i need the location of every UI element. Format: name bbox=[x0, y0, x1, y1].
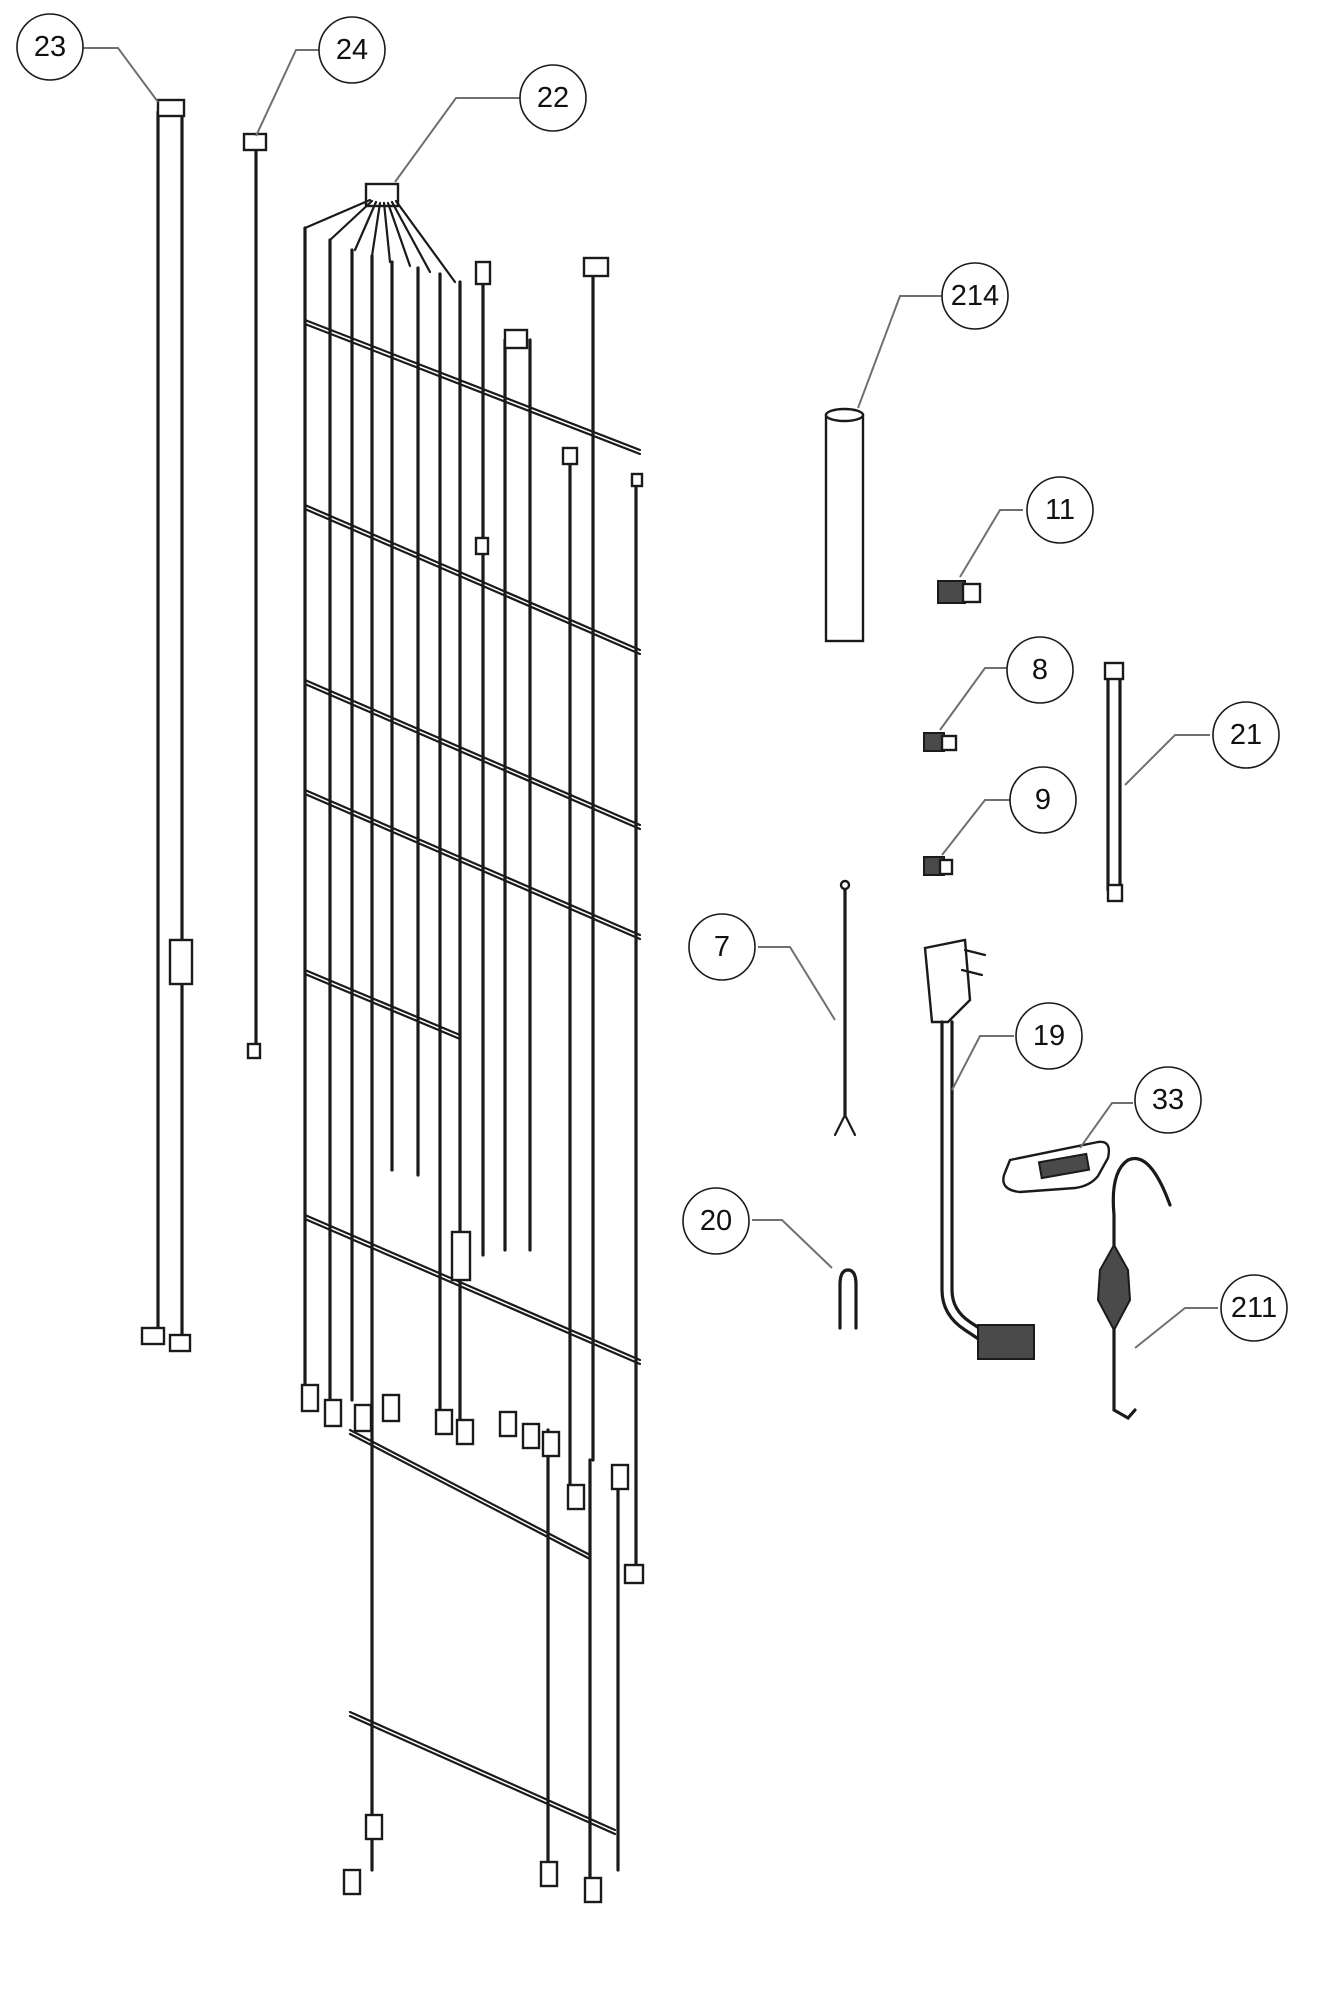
callout-11: 11 bbox=[1026, 476, 1094, 544]
callout-20: 20 bbox=[682, 1187, 750, 1255]
callout-22: 22 bbox=[519, 64, 587, 132]
part-7-probe bbox=[833, 879, 857, 1137]
svg-text:23: 23 bbox=[34, 31, 66, 63]
part-21-jumper-wire bbox=[1103, 661, 1125, 903]
callout-33: 33 bbox=[1134, 1066, 1202, 1134]
leader-lines bbox=[80, 47, 1218, 1349]
svg-text:7: 7 bbox=[714, 931, 730, 963]
svg-text:11: 11 bbox=[1045, 494, 1075, 526]
callout-24: 24 bbox=[318, 16, 386, 84]
svg-text:24: 24 bbox=[336, 34, 368, 66]
part-23-twin-wire bbox=[140, 98, 194, 1353]
part-11-connector bbox=[937, 580, 982, 604]
svg-text:8: 8 bbox=[1032, 654, 1048, 686]
part-19-power-cord bbox=[923, 938, 1035, 1360]
callout-9: 9 bbox=[1009, 766, 1077, 834]
svg-text:20: 20 bbox=[700, 1205, 732, 1237]
part-22-main-harness bbox=[300, 182, 645, 1904]
svg-text:214: 214 bbox=[951, 280, 999, 312]
part-33-remote-control bbox=[1002, 1140, 1111, 1194]
part-211-hook-with-spring bbox=[1096, 1156, 1172, 1421]
callout-19: 19 bbox=[1015, 1002, 1083, 1070]
callout-23: 23 bbox=[16, 13, 84, 81]
part-214-tube bbox=[824, 407, 865, 643]
part-24-single-wire bbox=[242, 132, 268, 1060]
callout-211: 211 bbox=[1220, 1274, 1288, 1342]
callout-7: 7 bbox=[688, 913, 756, 981]
svg-text:211: 211 bbox=[1231, 1292, 1277, 1324]
callout-21: 21 bbox=[1212, 701, 1280, 769]
part-8-connector bbox=[923, 732, 958, 752]
svg-text:21: 21 bbox=[1230, 719, 1262, 751]
callout-214: 214 bbox=[941, 262, 1009, 330]
callout-8: 8 bbox=[1006, 636, 1074, 704]
svg-text:19: 19 bbox=[1033, 1020, 1065, 1052]
part-20-u-clip bbox=[838, 1268, 858, 1330]
svg-text:22: 22 bbox=[537, 82, 569, 114]
svg-text:9: 9 bbox=[1035, 784, 1051, 816]
part-9-connector bbox=[923, 856, 954, 876]
svg-text:33: 33 bbox=[1152, 1084, 1184, 1116]
